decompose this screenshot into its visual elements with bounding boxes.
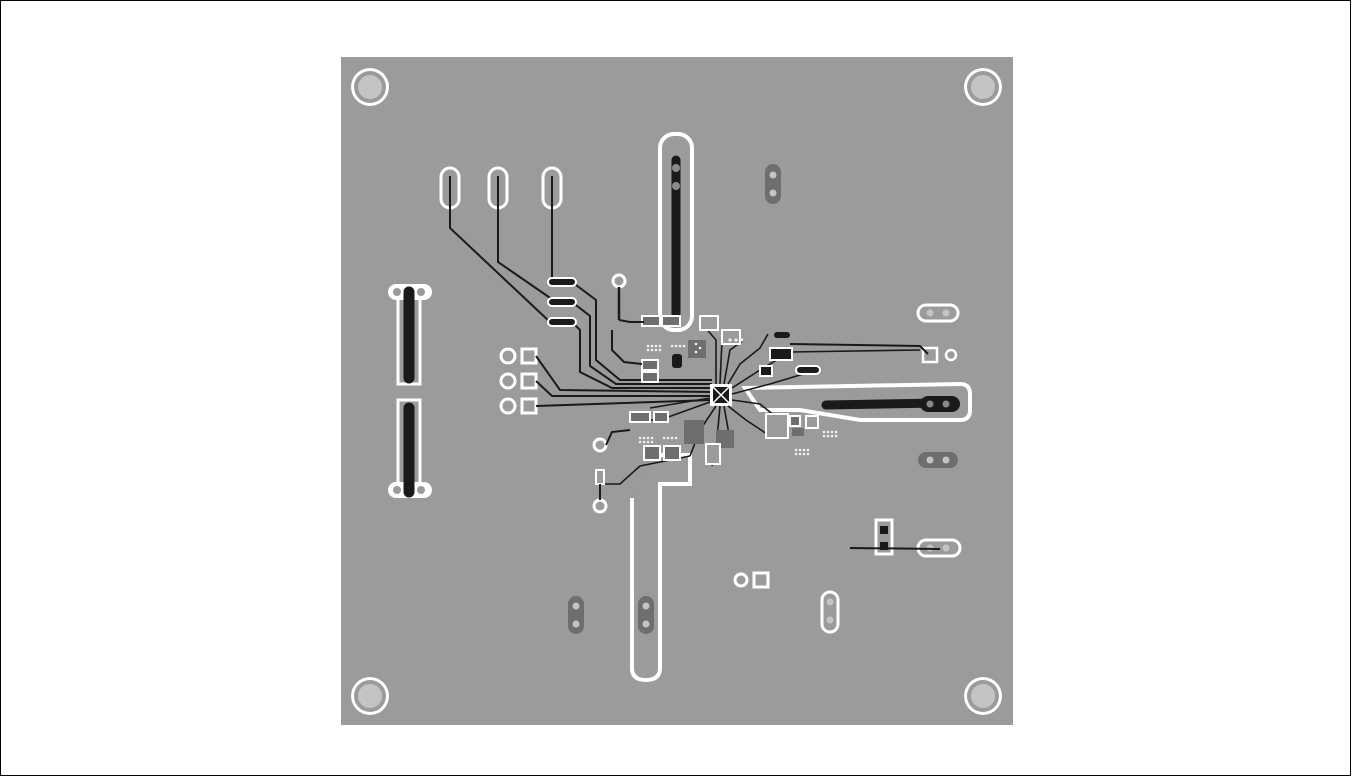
mounting-hole-top-right bbox=[964, 68, 1002, 106]
power-pour-right bbox=[741, 381, 972, 422]
via-clusters bbox=[638, 338, 838, 456]
bottom-right-component bbox=[849, 518, 941, 556]
mounting-holes bbox=[351, 68, 1002, 715]
left-bus-upper bbox=[388, 284, 432, 386]
test-points bbox=[592, 273, 958, 589]
mounting-hole-top-left bbox=[351, 68, 389, 106]
small-pads-top-left bbox=[547, 277, 577, 327]
mounting-hole-bottom-left bbox=[351, 677, 389, 715]
passive-components bbox=[595, 315, 821, 485]
top-left-slots bbox=[439, 166, 563, 210]
header-traces bbox=[535, 355, 713, 407]
center-ic bbox=[710, 384, 732, 406]
right-trace bbox=[789, 343, 929, 355]
left-bus-lower bbox=[388, 398, 432, 498]
mounting-hole-bottom-right bbox=[964, 677, 1002, 715]
power-pour-top bbox=[658, 132, 694, 332]
slotted-pads bbox=[568, 164, 962, 634]
